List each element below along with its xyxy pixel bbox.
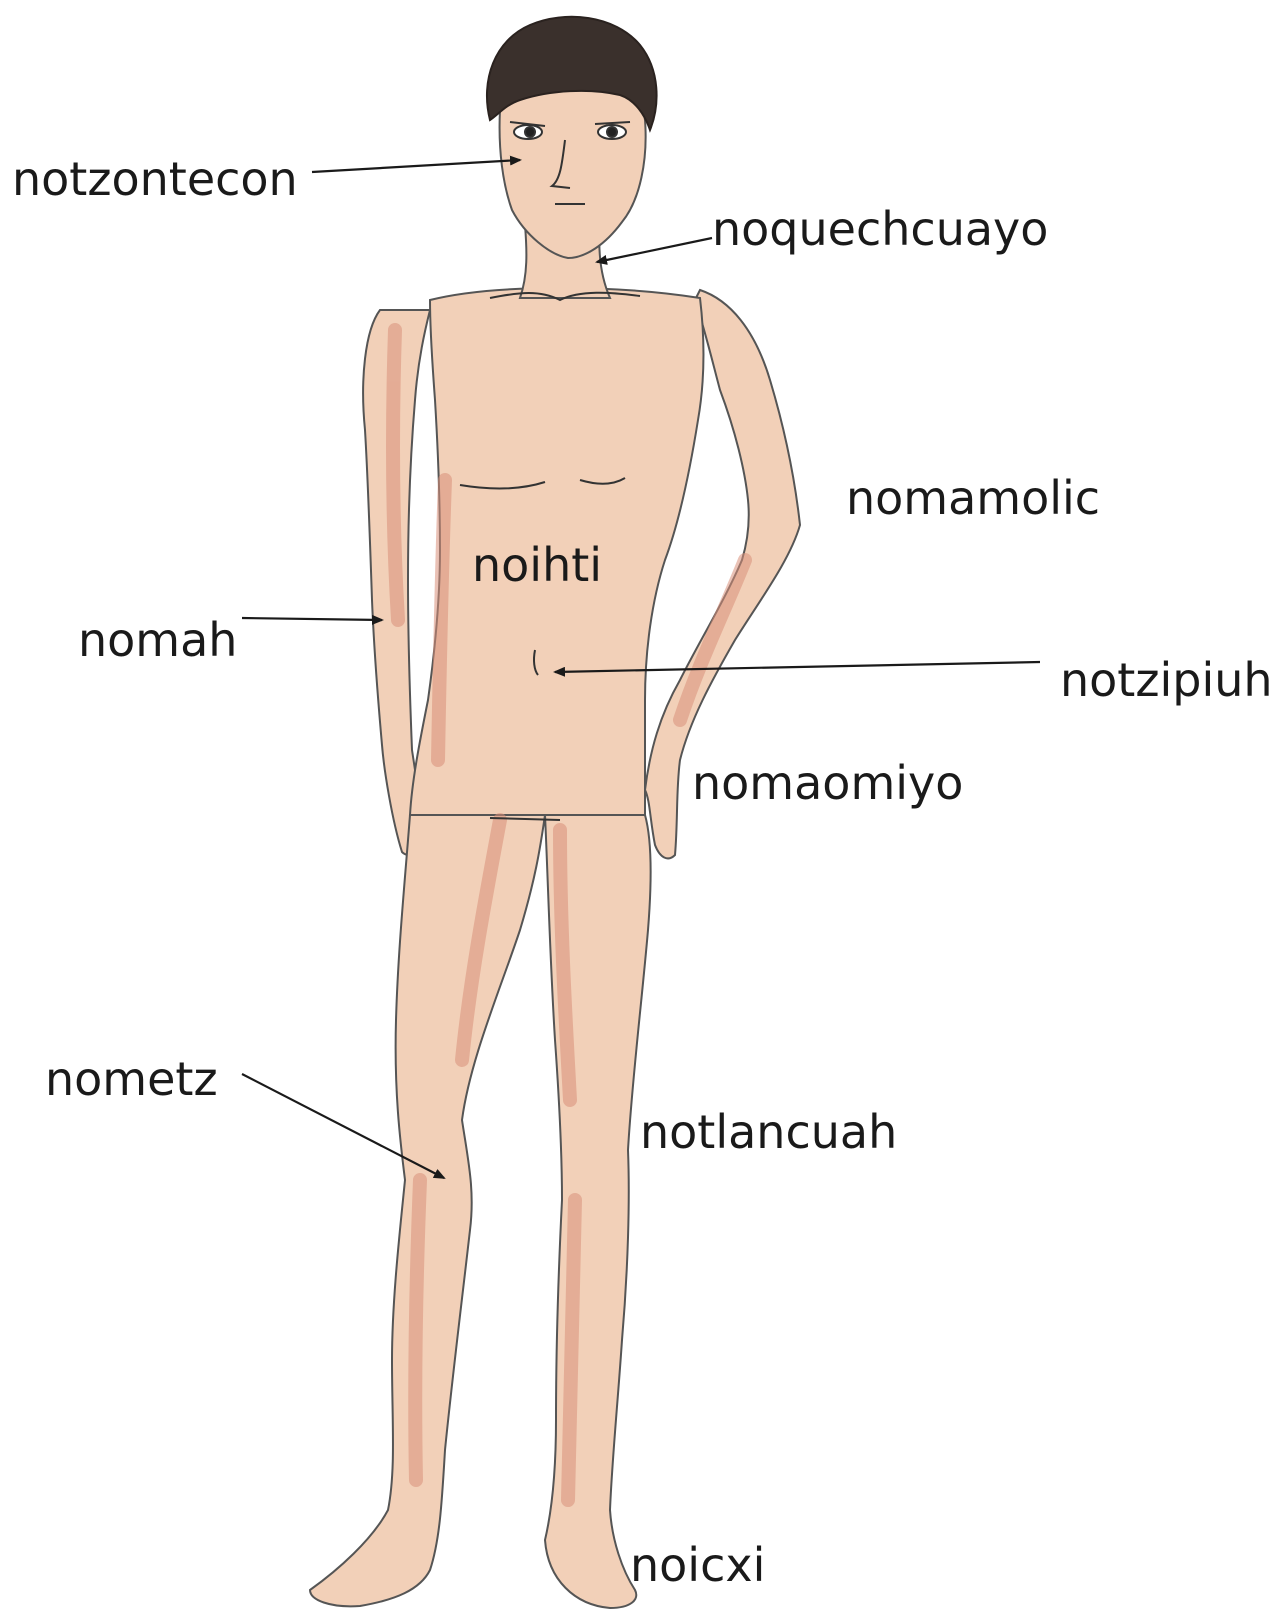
label-foot: noicxi <box>630 1542 765 1588</box>
arrow-head <box>312 160 520 172</box>
arrow-arm <box>242 618 382 620</box>
label-knee: notlancuah <box>640 1109 897 1155</box>
label-head: notzontecon <box>12 156 298 202</box>
label-shoulder: nomamolic <box>846 475 1100 521</box>
label-arm: nomah <box>78 617 237 663</box>
label-navel: notzipiuh <box>1060 657 1273 703</box>
label-belly: noihti <box>472 542 602 588</box>
figure-right-leg <box>310 815 545 1606</box>
label-hand: nomaomiyo <box>692 760 963 806</box>
label-thigh: nometz <box>45 1056 218 1102</box>
label-neck: noquechcuayo <box>712 206 1048 252</box>
arrow-neck <box>597 238 712 262</box>
